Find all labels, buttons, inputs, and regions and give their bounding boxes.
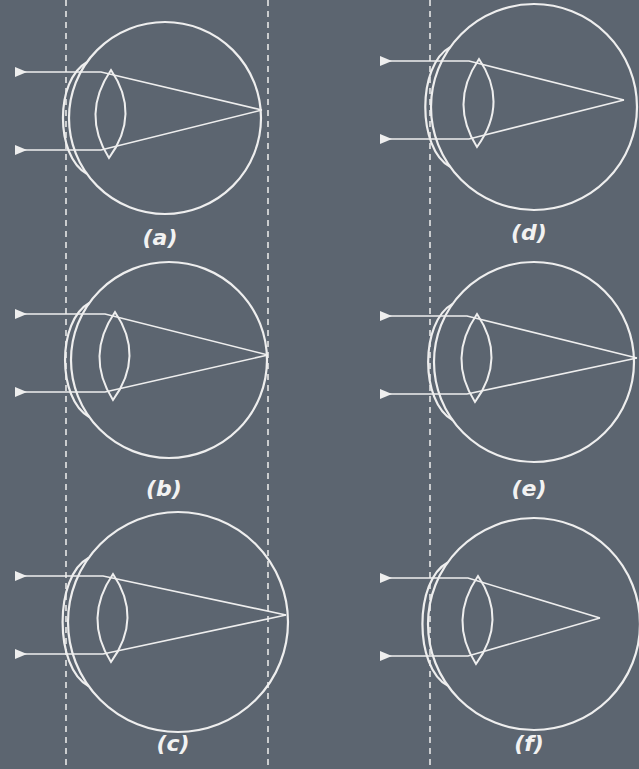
cornea	[422, 562, 447, 685]
ray-arrowhead	[380, 651, 392, 661]
eyeball	[434, 262, 634, 462]
figure-label: (a)	[143, 225, 178, 250]
light-ray	[23, 355, 268, 392]
reference-line	[267, 0, 269, 769]
ray-arrowhead	[380, 389, 392, 399]
light-ray	[23, 72, 262, 110]
figure-label: (d)	[511, 220, 547, 245]
light-ray	[388, 578, 600, 618]
cornea	[65, 303, 89, 417]
cornea	[428, 304, 452, 420]
light-ray	[388, 61, 624, 100]
light-ray	[388, 358, 637, 394]
ray-arrowhead	[380, 134, 392, 144]
eyeball	[431, 4, 637, 210]
figure-label: (f)	[514, 731, 544, 756]
figure-label: (e)	[511, 476, 546, 501]
lens	[461, 314, 491, 402]
lens	[97, 574, 127, 662]
light-ray	[23, 110, 262, 150]
ray-arrowhead	[15, 145, 27, 155]
ray-arrowhead	[15, 309, 27, 319]
light-ray	[23, 576, 286, 615]
ray-arrowhead	[380, 311, 392, 321]
light-ray	[388, 618, 600, 656]
ray-arrowhead	[380, 573, 392, 583]
figure-label: (c)	[156, 731, 189, 756]
cornea	[63, 62, 87, 174]
light-ray	[388, 100, 624, 139]
light-ray	[23, 314, 268, 355]
cornea	[425, 47, 450, 167]
light-ray	[23, 615, 286, 654]
light-ray	[388, 316, 637, 358]
figure-label: (b)	[146, 476, 182, 501]
eyeball	[71, 262, 267, 458]
ray-arrowhead	[15, 67, 27, 77]
ray-arrowhead	[380, 56, 392, 66]
ray-arrowhead	[15, 387, 27, 397]
ray-arrowhead	[15, 571, 27, 581]
eyeball	[428, 518, 639, 730]
ray-arrowhead	[15, 649, 27, 659]
cornea	[63, 558, 89, 686]
